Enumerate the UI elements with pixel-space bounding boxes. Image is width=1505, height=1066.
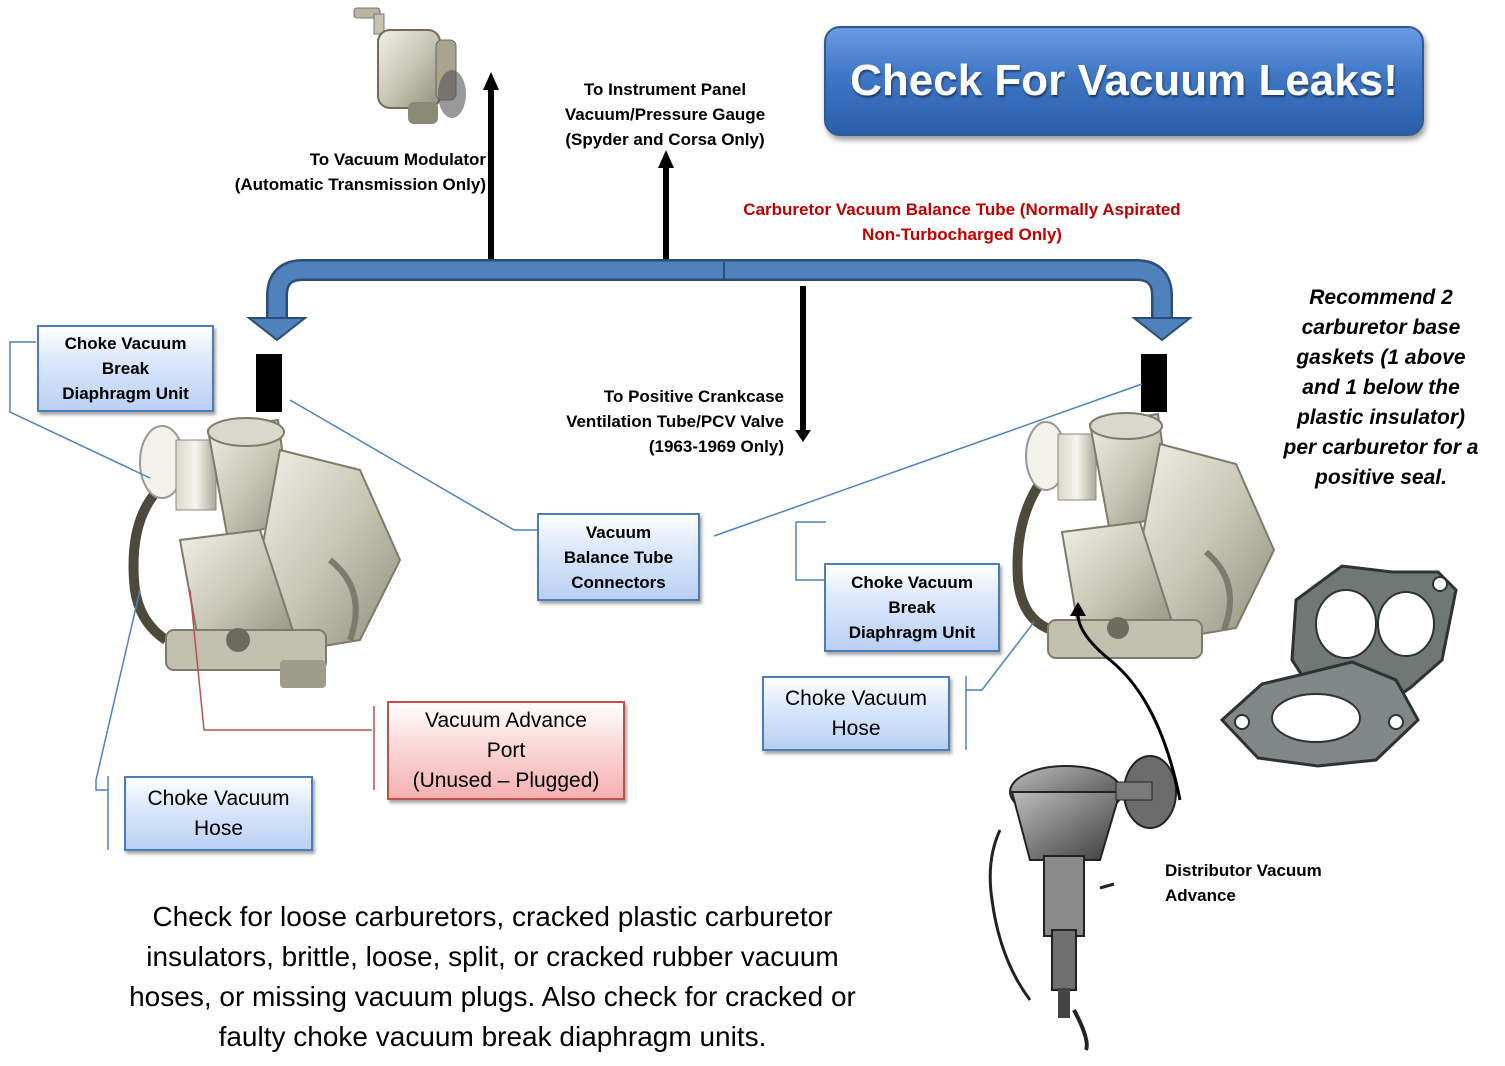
vacuum-modulator-image [353, 7, 466, 124]
leader-lines [9, 341, 1143, 850]
distributor-image [988, 755, 1177, 1051]
page-title: Check For Vacuum Leaks! [824, 26, 1424, 136]
pcv-label: To Positive Crankcase Ventilation Tube/P… [566, 387, 784, 456]
advance-port-leader [189, 589, 375, 790]
vacuum-modulator-label: To Vacuum Modulator (Automatic Transmiss… [234, 150, 486, 194]
gasket-image [1219, 564, 1458, 768]
right-connector-block [1141, 354, 1167, 412]
right-carburetor-image [1012, 412, 1276, 659]
instrument-panel-arrow [658, 150, 674, 264]
balance-tube-arrow [246, 259, 1193, 342]
modulator-arrow [483, 72, 499, 264]
balance-tube-note: Carburetor Vacuum Balance Tube (Normally… [743, 200, 1181, 244]
left-carburetor-image [128, 417, 402, 688]
pcv-arrow [795, 286, 811, 442]
balance-connectors-box: Vacuum Balance Tube Connectors [537, 513, 700, 601]
instructions-text: Check for loose carburetors, cracked pla… [129, 901, 856, 1052]
distributor-label: Distributor Vacuum Advance [1165, 861, 1322, 905]
distributor-vacuum-arrow [1070, 602, 1182, 801]
left-connector-block [256, 354, 282, 412]
left-choke-diaphragm-box: Choke Vacuum Break Diaphragm Unit [37, 325, 214, 412]
left-choke-hose-box: Choke Vacuum Hose [124, 776, 313, 851]
gasket-recommendation: Recommend 2 carburetor base gaskets (1 a… [1283, 286, 1479, 489]
instrument-panel-label: To Instrument Panel Vacuum/Pressure Gaug… [564, 80, 766, 149]
right-choke-diaphragm-box: Choke Vacuum Break Diaphragm Unit [824, 563, 1000, 652]
vacuum-advance-port-box: Vacuum Advance Port (Unused – Plugged) [387, 701, 625, 800]
right-choke-hose-box: Choke Vacuum Hose [762, 676, 950, 751]
